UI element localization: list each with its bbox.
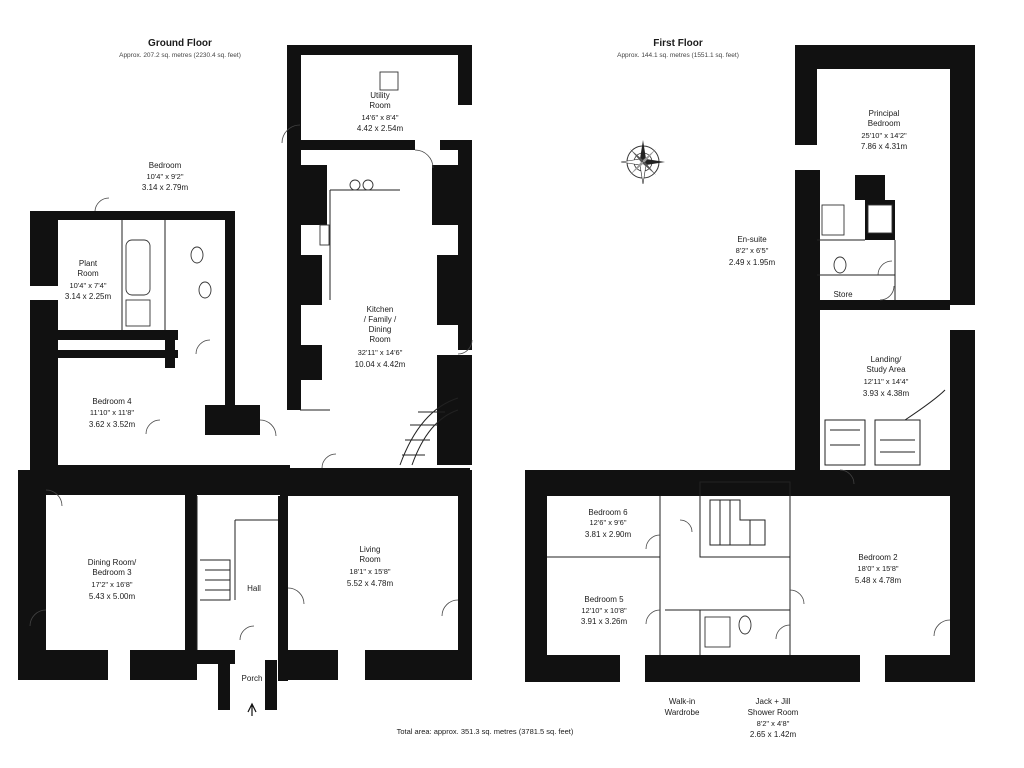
appliance-icon	[379, 71, 399, 91]
dining-room-dims: 17'2" x 16'8"	[91, 580, 132, 589]
bedroom-5-label: Bedroom 5	[584, 595, 624, 604]
ensuite-metric: 2.49 x 1.95m	[729, 258, 776, 267]
ground-floor-partitions	[121, 189, 400, 650]
landing-staircase-icon	[824, 389, 946, 466]
shower-icon	[867, 204, 893, 234]
utility-room-label-2: Room	[369, 101, 391, 110]
utility-room-dims: 14'6" x 8'4"	[362, 113, 399, 122]
ground-floor-fixtures	[125, 71, 459, 601]
bathtub-icon	[125, 239, 151, 296]
toilet-icon	[738, 615, 752, 635]
hall-staircase-icon	[200, 559, 231, 601]
principal-bedroom-dims: 25'10" x 14'2"	[861, 131, 907, 140]
first-floor-partitions	[547, 239, 896, 655]
bedroom-4-dims: 11'10" x 11'8"	[90, 408, 135, 417]
toilet-icon	[190, 246, 204, 264]
entrance-arrow-icon	[247, 702, 257, 716]
dining-room-label: Dining Room/	[88, 558, 137, 567]
utility-room-label: Utility	[370, 91, 390, 100]
living-room-dims: 18'1" x 15'8"	[349, 567, 390, 576]
kitchen-label-3: Dining	[369, 325, 392, 334]
bedroom-6-dims: 12'6" x 9'6"	[590, 518, 627, 527]
hob-icon	[362, 179, 374, 191]
bedroom-2-label: Bedroom 2	[858, 553, 898, 562]
kitchen-staircase-icon	[399, 397, 459, 466]
bedroom-label: Bedroom	[149, 161, 182, 170]
plant-room-label: Plant	[79, 259, 98, 268]
bedroom-2-dims: 18'0" x 15'8"	[857, 564, 898, 573]
ground-floor-doors	[29, 124, 473, 641]
landing-label-2: Study Area	[866, 365, 906, 374]
first-floor-doors	[645, 260, 951, 640]
living-room-label: Living	[360, 545, 381, 554]
walk-in-wardrobe-label-2: Wardrobe	[665, 708, 700, 717]
shower-room-metric: 2.65 x 1.42m	[750, 730, 797, 739]
hall-label: Hall	[247, 584, 261, 593]
first-floor-area: Approx. 144.1 sq. metres (1551.1 sq. fee…	[617, 52, 739, 59]
bedroom-metric: 3.14 x 2.79m	[142, 183, 189, 192]
bedroom-4-label: Bedroom 4	[92, 397, 132, 406]
plant-room-metric: 3.14 x 2.25m	[65, 292, 112, 301]
shower-tray-icon	[821, 204, 845, 236]
ground-floor-title: Ground Floor	[148, 38, 212, 49]
utility-room-metric: 4.42 x 2.54m	[357, 124, 404, 133]
porch-label: Porch	[242, 674, 263, 683]
bedroom-6-label: Bedroom 6	[588, 508, 628, 517]
living-room-metric: 5.52 x 4.78m	[347, 579, 394, 588]
total-area: Total area: approx. 351.3 sq. metres (37…	[397, 727, 574, 736]
stairwell-icon	[709, 499, 766, 546]
plant-room-dims: 10'4" x 7'4"	[70, 281, 107, 290]
ensuite-dims: 8'2" x 6'5"	[736, 246, 769, 255]
sink-icon	[319, 224, 330, 246]
bedroom-6-metric: 3.81 x 2.90m	[585, 530, 632, 539]
dining-room-metric: 5.43 x 5.00m	[89, 592, 136, 601]
bedroom-4-metric: 3.62 x 3.52m	[89, 420, 136, 429]
principal-bedroom-label-2: Bedroom	[868, 119, 901, 128]
first-floor-walls	[525, 45, 975, 682]
kitchen-label-4: Room	[369, 335, 391, 344]
bedroom-5-metric: 3.91 x 3.26m	[581, 617, 628, 626]
kitchen-label-2: / Family /	[364, 315, 397, 324]
first-floor-fixtures	[704, 204, 946, 648]
landing-dims: 12'11" x 14'4"	[864, 377, 909, 386]
ground-floor-area: Approx. 207.2 sq. metres (2230.4 sq. fee…	[119, 52, 241, 59]
landing-label: Landing/	[871, 355, 902, 364]
shower-room-dims: 8'2" x 4'8"	[757, 719, 790, 728]
living-room-label-2: Room	[359, 555, 381, 564]
kitchen-label: Kitchen	[367, 305, 394, 314]
shower-room-label-2: Shower Room	[748, 708, 799, 717]
first-floor-title: First Floor	[653, 38, 703, 49]
kitchen-metric: 10.04 x 4.42m	[355, 360, 406, 369]
kitchen-dims: 32'11" x 14'6"	[358, 348, 403, 357]
basin-icon	[198, 281, 212, 299]
compass-rose-icon	[620, 140, 665, 185]
bedroom-2-metric: 5.48 x 4.78m	[855, 576, 902, 585]
bedroom-5-dims: 12'10" x 10'8"	[581, 606, 627, 615]
plant-room-label-2: Room	[77, 269, 99, 278]
dining-room-label-2: Bedroom 3	[92, 568, 132, 577]
principal-bedroom-label: Principal	[869, 109, 900, 118]
ensuite-label: En-suite	[737, 235, 767, 244]
ground-floor-walls	[18, 45, 472, 710]
hob-icon	[349, 179, 361, 191]
toilet-icon	[833, 256, 847, 274]
walk-in-wardrobe-label: Walk-in	[669, 697, 695, 706]
shower-room-label: Jack + Jill	[756, 697, 791, 706]
shower-tray-icon	[704, 616, 731, 648]
bedroom-dims: 10'4" x 9'2"	[147, 172, 184, 181]
store-label: Store	[833, 290, 853, 299]
principal-bedroom-metric: 7.86 x 4.31m	[861, 142, 908, 151]
landing-metric: 3.93 x 4.38m	[863, 389, 910, 398]
shower-tray-icon	[125, 299, 151, 327]
